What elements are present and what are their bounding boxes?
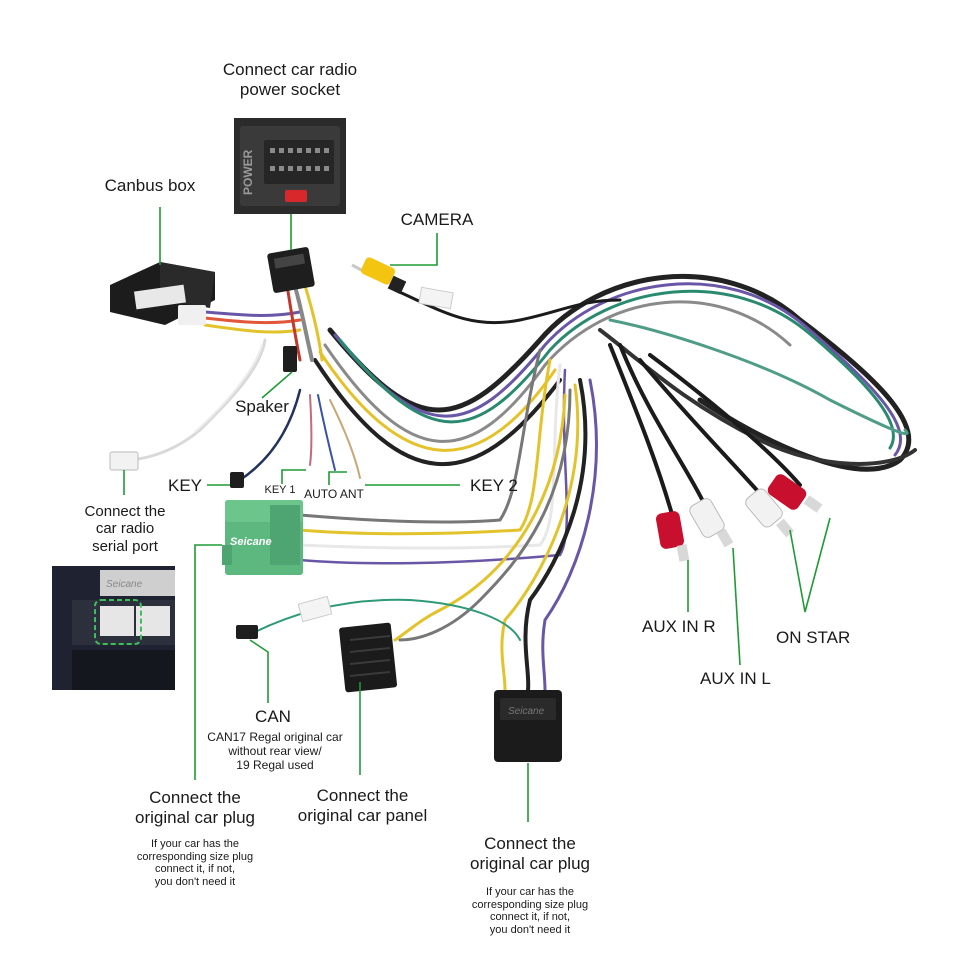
power-socket-label-line2: power socket [239,79,341,99]
camera-label: CAMERA [400,210,474,229]
original-plug-right-line2: original car plug [469,853,590,873]
key-label: KEY [168,476,203,495]
green-connector: Seicane [222,500,303,575]
rca-on-star-white [745,488,794,538]
serial-port-label-line2: car radio [95,520,155,538]
original-plug-right-note: If your car has the corresponding size p… [455,886,605,937]
can-note: CAN17 Regal original car without rear vi… [190,730,360,772]
original-panel-line2: original car panel [297,805,428,825]
key-connector [230,472,244,488]
power-socket-label: Connect car radio power socket [200,60,380,99]
key2-label: KEY 2 [470,476,518,495]
original-plug-left-note-line2: corresponding size plug [136,850,254,863]
original-plug-right-note-line1: If your car has the [485,886,575,898]
rca-aux-in-r [656,511,690,562]
original-plug-left-label: Connect the original car plug [110,788,280,827]
original-plug-left-line1: Connect the [149,788,241,807]
aux-in-l-label: AUX IN L [700,669,771,688]
can-note-line3: 19 Regal used [236,757,314,772]
camera-rca-plug [351,257,454,310]
serial-port-label-line3: serial port [92,537,158,555]
spaker-label: Spaker [235,397,289,416]
canbus-box [110,262,215,325]
serial-port-plug [109,451,139,471]
brand-mark-black: Seicane [508,706,545,717]
aux-in-r-label: AUX IN R [642,617,716,636]
original-plug-left-note: If your car has the corresponding size p… [120,838,270,889]
serial-port-inset-photo: Seicane [52,566,175,690]
on-star-label: ON STAR [776,628,851,647]
speaker-plug [283,346,297,372]
power-engraving: POWER [241,149,255,195]
original-plug-left-line2: original car plug [134,807,255,827]
original-plug-left-note-line4: you don't need it [154,875,236,888]
brand-mark-inset: Seicane [106,579,143,590]
can-connector [236,595,333,639]
right-black-plug: Seicane [494,690,562,762]
panel-connector [339,622,398,693]
serial-port-label: Connect the car radio serial port [60,503,190,555]
original-plug-right-label: Connect the original car plug [450,834,610,873]
leader-lines [123,207,831,822]
power-harness-plug [267,247,315,293]
serial-port-label-line1: Connect the [84,503,166,520]
original-plug-left-note-line3: connect it, if not, [154,863,236,876]
power-socket-label-line1: Connect car radio [222,60,358,79]
brand-mark-green: Seicane [230,536,272,548]
key1-label: KEY 1 [264,484,296,496]
can-note-line1: CAN17 Regal original car [207,730,343,744]
power-socket-photo: POWER [234,118,346,214]
original-plug-right-note-line2: corresponding size plug [471,898,589,911]
original-panel-line1: Connect the [316,786,409,805]
original-plug-right-note-line3: connect it, if not, [489,911,571,924]
original-plug-left-note-line1: If your car has the [150,838,240,850]
original-plug-right-note-line4: you don't need it [489,923,571,936]
original-panel-label: Connect the original car panel [280,786,445,825]
can-label: CAN [255,707,291,726]
canbus-box-label: Canbus box [104,176,196,195]
auto-ant-label: AUTO ANT [304,487,364,501]
original-plug-right-line1: Connect the [484,834,576,853]
rca-on-star-red [767,474,823,513]
can-note-line2: without rear view/ [228,743,322,758]
rca-aux-in-l [689,498,734,548]
